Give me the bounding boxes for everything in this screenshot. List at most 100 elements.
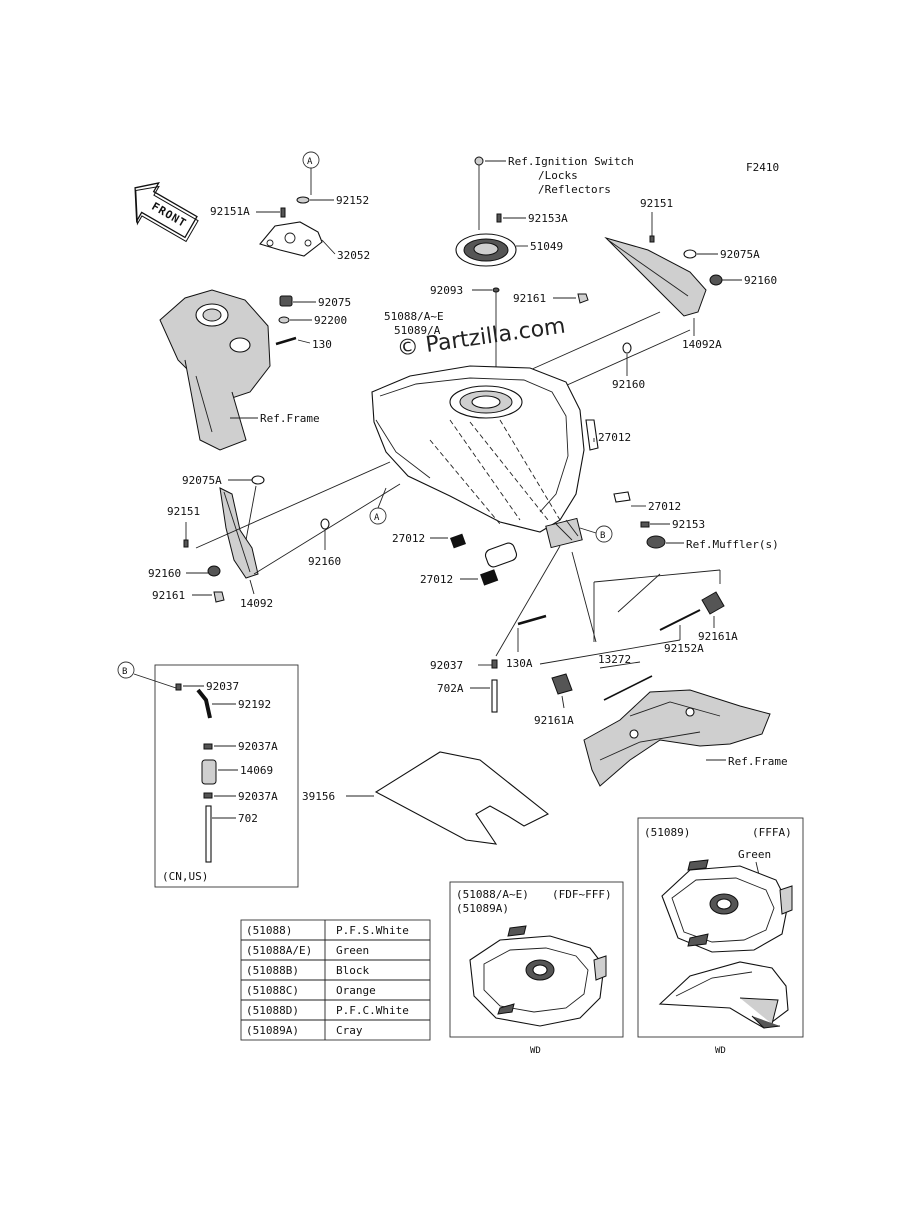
label-92153A: 92153A: [528, 212, 568, 225]
label-27012-c: 27012: [392, 532, 425, 545]
bolt-92151A: [280, 207, 286, 218]
variant-box-1: [449, 881, 624, 1038]
frame-rear-right: [583, 689, 771, 787]
label-ref-ignition: Ref.Ignition Switch: [508, 155, 634, 168]
variant-2-color: Green: [738, 848, 771, 861]
pad-27012-b: [613, 491, 631, 503]
label-51049: 51049: [530, 240, 563, 253]
grommet-92152: [296, 196, 310, 204]
hose-item-1: 92037: [206, 680, 239, 693]
damper-92075: [279, 295, 293, 307]
variant-box-2: [637, 817, 804, 1038]
label-92153: 92153: [672, 518, 705, 531]
table-color-2: Block: [336, 964, 369, 977]
table-color-1: Green: [336, 944, 369, 957]
grommet-92160-mid: [622, 342, 632, 354]
label-92161A-left: 92161A: [534, 714, 574, 727]
clip-92037-box: [175, 683, 182, 691]
grommet-92160-left: [207, 565, 221, 577]
label-92161A-right: 92161A: [698, 630, 738, 643]
hose-item-2: 92192: [238, 698, 271, 711]
nut-92161-left: [213, 591, 225, 603]
table-color-0: P.F.S.White: [336, 924, 409, 937]
hose-item-3: 92037A: [238, 740, 278, 753]
label-92161-top: 92161: [513, 292, 546, 305]
hose-item-5: 92037A: [238, 790, 278, 803]
label-27012-d: 27012: [420, 573, 453, 586]
hose-92192: [196, 688, 212, 719]
bolt-92151-right: [649, 235, 655, 243]
strap-13272: [603, 675, 653, 701]
callout-a-top-label: A: [307, 157, 313, 167]
damper-92161A-right: [701, 591, 725, 615]
label-92152: 92152: [336, 194, 369, 207]
table-code-1: (51088A/E): [246, 944, 312, 957]
callout-b-right-label: B: [600, 531, 605, 541]
tank-variant-1: [469, 925, 607, 1027]
nut-92161-top: [577, 293, 589, 304]
hose-box: [154, 664, 299, 888]
label-51088: 51088/A~E: [384, 310, 444, 323]
oring-92093: [492, 287, 500, 293]
callout-a-mid-label: A: [374, 513, 380, 523]
front-arrow-icon: FRONT: [134, 182, 199, 243]
variant-1-title-2: (51089A): [456, 902, 509, 915]
pad-27012-a: [585, 419, 599, 451]
table-code-5: (51089A): [246, 1024, 299, 1037]
label-14092: 14092: [240, 597, 273, 610]
grommet-92160-right: [709, 274, 723, 286]
hose-item-6: 702: [238, 812, 258, 825]
variant-1-title-1: (51088/A~E): [456, 888, 529, 901]
bolt-92151-left: [183, 539, 189, 548]
label-92151A: 92151A: [210, 205, 250, 218]
label-51089: 51089/A: [394, 324, 441, 337]
grommet-92160-center: [320, 518, 330, 530]
bracket-32052: [259, 221, 323, 257]
damper-92075A-right: [683, 249, 697, 259]
table-code-2: (51088B): [246, 964, 299, 977]
variant-2-range: (FFFA): [752, 826, 792, 839]
valve-14069: [201, 759, 217, 785]
label-92075A-left: 92075A: [182, 474, 222, 487]
label-702A: 702A: [437, 682, 464, 695]
label-92200: 92200: [314, 314, 347, 327]
label-39156: 39156: [302, 790, 335, 803]
bracket-ref-muffler: [646, 535, 666, 549]
label-92037: 92037: [430, 659, 463, 672]
fuel-tank: [371, 365, 585, 549]
callout-b-box-label: B: [122, 667, 127, 677]
clip-92037A-1: [203, 743, 213, 750]
figure-code: F2410: [746, 161, 779, 174]
label-ref-locks: /Locks: [538, 169, 578, 182]
label-92160-center: 92160: [308, 555, 341, 568]
pad-27012-pad-large: [484, 542, 518, 568]
bracket-14092A: [604, 236, 707, 317]
label-92075: 92075: [318, 296, 351, 309]
variant-1-range: (FDF~FFF): [552, 888, 612, 901]
label-92075A-right: 92075A: [720, 248, 760, 261]
label-92151-left: 92151: [167, 505, 200, 518]
label-130A: 130A: [506, 657, 533, 670]
label-32052: 32052: [337, 249, 370, 262]
label-14092A: 14092A: [682, 338, 722, 351]
bolt-130A: [517, 614, 547, 626]
tank-variant-2-side: [658, 961, 789, 1029]
table-code-3: (51088C): [246, 984, 299, 997]
mat-39156: [374, 751, 550, 845]
bolt-ref-ignition: [474, 156, 484, 166]
label-92160-left: 92160: [148, 567, 181, 580]
frame-head-left: [159, 289, 271, 451]
clip-92037: [491, 659, 498, 669]
label-ref-frame-left: Ref.Frame: [260, 412, 320, 425]
table-color-5: Cray: [336, 1024, 363, 1037]
pad-27012-d: [480, 569, 499, 586]
label-130: 130: [312, 338, 332, 351]
clip-92037A-2: [203, 792, 213, 799]
bolt-92153A: [496, 213, 502, 223]
table-code-4: (51088D): [246, 1004, 299, 1017]
pad-27012-c: [450, 533, 466, 549]
label-ref-reflectors: /Reflectors: [538, 183, 611, 196]
label-ref-mufflers: Ref.Muffler(s): [686, 538, 779, 551]
